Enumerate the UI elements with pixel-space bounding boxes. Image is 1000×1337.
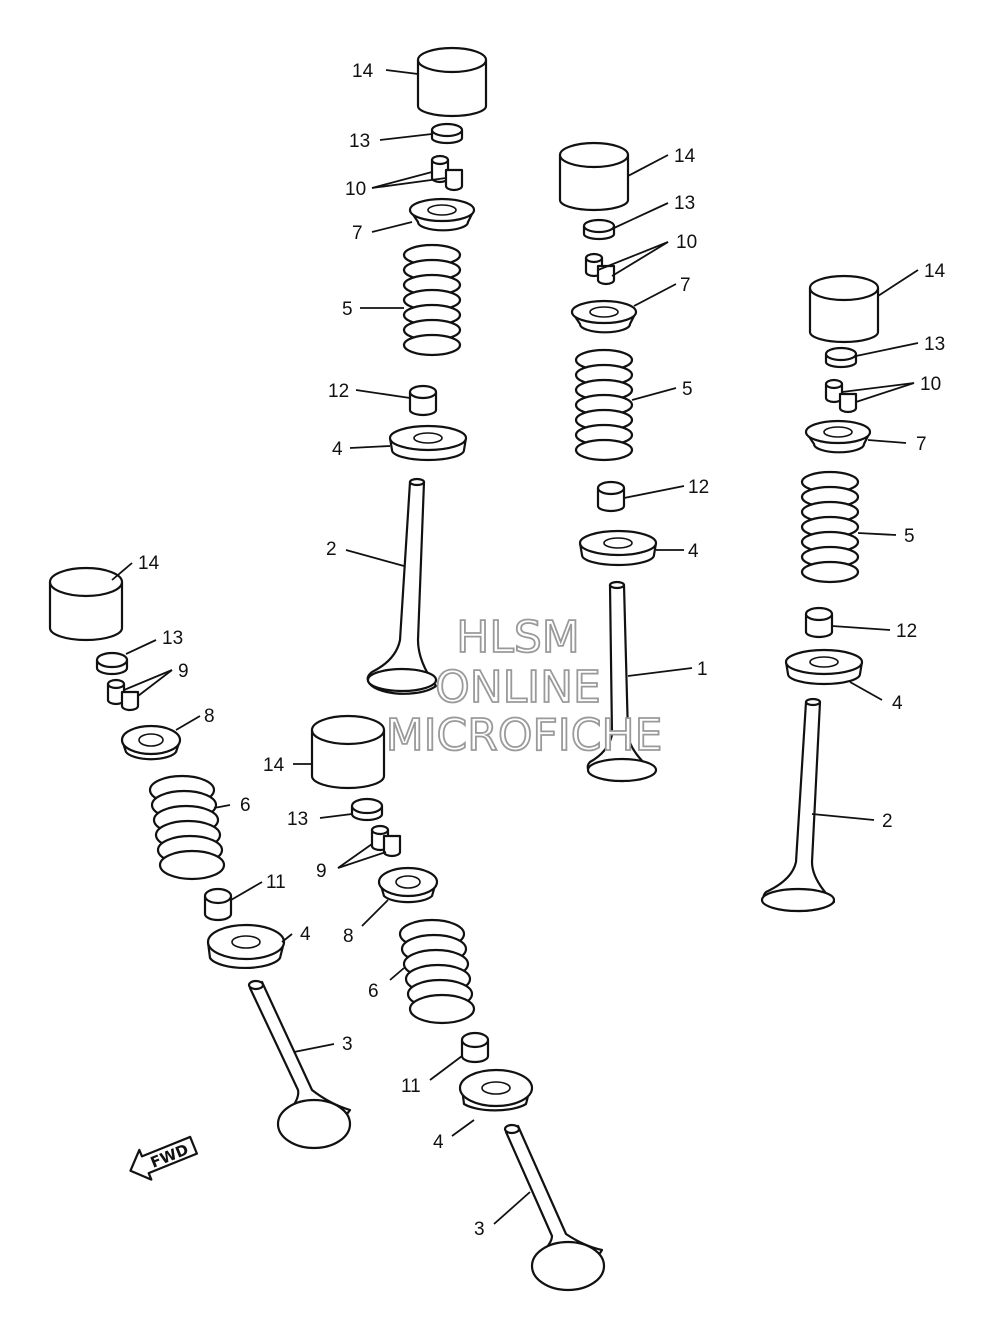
callout-11: 11 [401, 1076, 421, 1097]
tappet-bucket [416, 46, 488, 118]
valve-spring [402, 243, 462, 357]
shim [95, 651, 129, 676]
leader-lines [111, 69, 919, 1225]
callout-13: 13 [162, 628, 183, 649]
stem-seal [596, 480, 626, 513]
spring-seat [458, 1068, 534, 1112]
valve-spring [148, 774, 226, 881]
spring-seat [578, 529, 658, 567]
callout-5: 5 [904, 526, 915, 547]
callout-3: 3 [474, 1219, 485, 1240]
watermark-line-2: ONLINE [435, 662, 601, 713]
callout-14: 14 [924, 261, 946, 282]
callout-13: 13 [349, 131, 370, 152]
tappet-bucket [48, 566, 124, 642]
valve-spring [574, 348, 634, 462]
callout-4: 4 [892, 693, 903, 714]
callout-6: 6 [240, 795, 251, 816]
valve-stack-a [366, 46, 488, 695]
spring-retainer [408, 197, 476, 232]
valve-cotter [370, 824, 402, 858]
callout-12: 12 [688, 477, 709, 498]
callout-10: 10 [676, 232, 697, 253]
callout-5: 5 [342, 299, 353, 320]
valve-spring [398, 918, 476, 1025]
spring-seat [388, 424, 468, 462]
spring-retainer [120, 724, 182, 761]
valve [586, 580, 658, 783]
stem-seal [408, 384, 438, 417]
valve-stack-d [48, 566, 352, 1150]
callout-2: 2 [326, 539, 337, 560]
valve-stack-c [760, 274, 880, 913]
callout-2: 2 [882, 811, 893, 832]
callout-labels: 14 13 10 7 5 12 4 2 14 13 10 7 5 12 4 1 … [138, 61, 946, 1240]
fwd-direction-arrow: FWD [129, 1135, 198, 1181]
watermark: HLSM ONLINE MICROFICHE [385, 611, 664, 762]
spring-seat [206, 923, 286, 970]
valve [247, 979, 352, 1150]
callout-9: 9 [178, 661, 189, 682]
valve-stack-b [558, 141, 658, 783]
shim [350, 797, 384, 822]
callout-11: 11 [266, 872, 286, 893]
tappet-bucket [558, 141, 630, 212]
valve-cotter [106, 678, 140, 712]
valve [503, 1123, 606, 1292]
shim [824, 346, 858, 369]
callout-1: 1 [697, 659, 708, 680]
callout-10: 10 [920, 374, 941, 395]
callout-6: 6 [368, 981, 379, 1002]
callout-4: 4 [332, 439, 343, 460]
watermark-line-1: HLSM [456, 612, 580, 663]
watermark-line-3: MICROFICHE [386, 710, 663, 761]
callout-8: 8 [204, 706, 215, 727]
stem-seal [203, 887, 233, 922]
valve-spring [800, 470, 860, 584]
valve-stack-e [310, 714, 606, 1292]
stem-seal [460, 1031, 490, 1064]
callout-3: 3 [342, 1034, 353, 1055]
callout-13: 13 [287, 809, 308, 830]
stem-seal [804, 606, 834, 639]
shim [582, 218, 616, 241]
callout-14: 14 [674, 146, 696, 167]
callout-14: 14 [138, 553, 160, 574]
tappet-bucket [808, 274, 880, 344]
spring-retainer [570, 299, 638, 334]
valve-cotter [430, 154, 464, 192]
callout-13: 13 [674, 193, 695, 214]
callout-7: 7 [916, 434, 927, 455]
callout-7: 7 [352, 223, 363, 244]
callout-7: 7 [680, 275, 691, 296]
spring-retainer [377, 866, 439, 904]
shim [430, 122, 464, 145]
spring-retainer [804, 419, 872, 454]
callout-12: 12 [896, 621, 917, 642]
callout-14: 14 [352, 61, 374, 82]
callout-13: 13 [924, 334, 945, 355]
spring-seat [784, 648, 864, 686]
valve [760, 697, 836, 913]
callout-8: 8 [343, 926, 354, 947]
callout-5: 5 [682, 379, 693, 400]
valve-cotter [824, 378, 858, 414]
callout-9: 9 [316, 861, 327, 882]
callout-10: 10 [345, 179, 366, 200]
valve [366, 477, 438, 695]
callout-4: 4 [433, 1132, 444, 1153]
callout-4: 4 [688, 541, 699, 562]
callout-14: 14 [263, 755, 285, 776]
callout-12: 12 [328, 381, 349, 402]
callout-4: 4 [300, 924, 311, 945]
tappet-bucket [310, 714, 386, 790]
valve-cotter [584, 252, 616, 286]
